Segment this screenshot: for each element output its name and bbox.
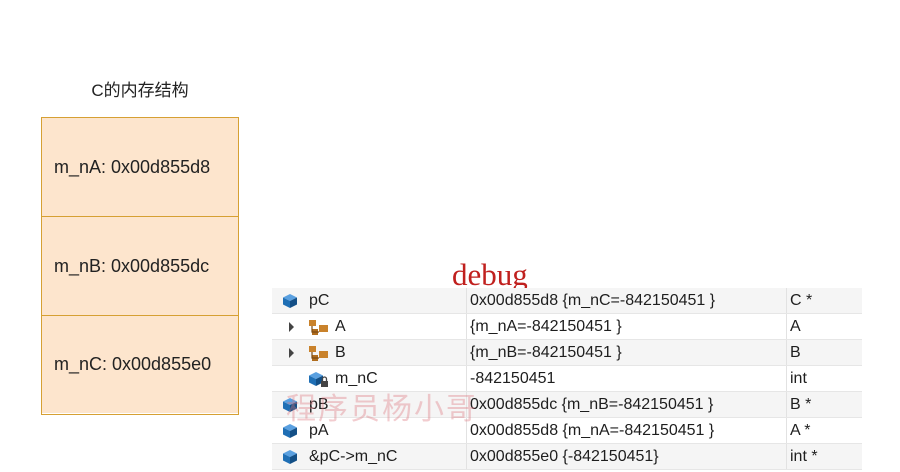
- watch-name: &pC->m_nC: [309, 448, 398, 465]
- watch-type: B: [790, 344, 801, 361]
- watch-type: C *: [790, 292, 813, 309]
- watch-value[interactable]: 0x00d855dc {m_nB=-842150451 }: [470, 396, 714, 413]
- debug-label: debug: [452, 257, 528, 292]
- memory-layout-diagram: m_nA: 0x00d855d8 m_nB: 0x00d855dc m_nC: …: [41, 117, 239, 415]
- watch-name: pC: [309, 292, 330, 309]
- memory-cell-m-nb: m_nB: 0x00d855dc: [42, 217, 238, 316]
- watch-value[interactable]: 0x00d855d8 {m_nC=-842150451 }: [470, 292, 716, 309]
- watch-type: int *: [790, 448, 818, 465]
- base-class-icon: [309, 346, 328, 361]
- object-icon: [283, 424, 297, 438]
- watch-type: A *: [790, 422, 811, 439]
- watch-name: pB: [309, 396, 329, 413]
- memory-cell-m-na: m_nA: 0x00d855d8: [42, 118, 238, 217]
- watch-row-b[interactable]: B {m_nB=-842150451 } B: [272, 340, 862, 366]
- watch-row-a[interactable]: A {m_nA=-842150451 } A: [272, 314, 862, 340]
- watch-name: pA: [309, 422, 329, 439]
- watch-value[interactable]: 0x00d855d8 {m_nA=-842150451 }: [470, 422, 715, 439]
- object-icon: [283, 294, 297, 308]
- watch-value[interactable]: {m_nA=-842150451 }: [470, 318, 622, 335]
- object-icon: [283, 450, 297, 464]
- watch-type: B *: [790, 396, 812, 413]
- memory-layout-title: C的内存结构: [91, 81, 189, 100]
- private-field-icon: [309, 372, 328, 387]
- watch-row-pb[interactable]: pB 0x00d855dc {m_nB=-842150451 } B *: [272, 392, 862, 418]
- watch-name: m_nC: [335, 370, 378, 387]
- watch-type: A: [790, 318, 801, 335]
- watch-name: A: [335, 318, 346, 335]
- object-icon: [283, 398, 297, 412]
- watch-window: pC 0x00d855d8 {m_nC=-842150451 } C * A {…: [272, 288, 862, 470]
- watch-value[interactable]: {m_nB=-842150451 }: [470, 344, 622, 361]
- watch-type: int: [790, 370, 807, 387]
- watch-name: B: [335, 344, 346, 361]
- watch-value[interactable]: -842150451: [470, 370, 556, 387]
- memory-cell-m-nc: m_nC: 0x00d855e0: [42, 316, 238, 413]
- watch-row-pc-m-nc-address[interactable]: &pC->m_nC 0x00d855e0 {-842150451} int *: [272, 444, 862, 470]
- watch-row-pc[interactable]: pC 0x00d855d8 {m_nC=-842150451 } C *: [272, 288, 862, 314]
- watch-row-m-nc[interactable]: m_nC -842150451 int: [272, 366, 862, 392]
- expand-arrow-icon[interactable]: [289, 348, 294, 358]
- watch-value[interactable]: 0x00d855e0 {-842150451}: [470, 448, 659, 465]
- base-class-icon: [309, 320, 328, 335]
- watch-row-pa[interactable]: pA 0x00d855d8 {m_nA=-842150451 } A *: [272, 418, 862, 444]
- expand-arrow-icon[interactable]: [289, 322, 294, 332]
